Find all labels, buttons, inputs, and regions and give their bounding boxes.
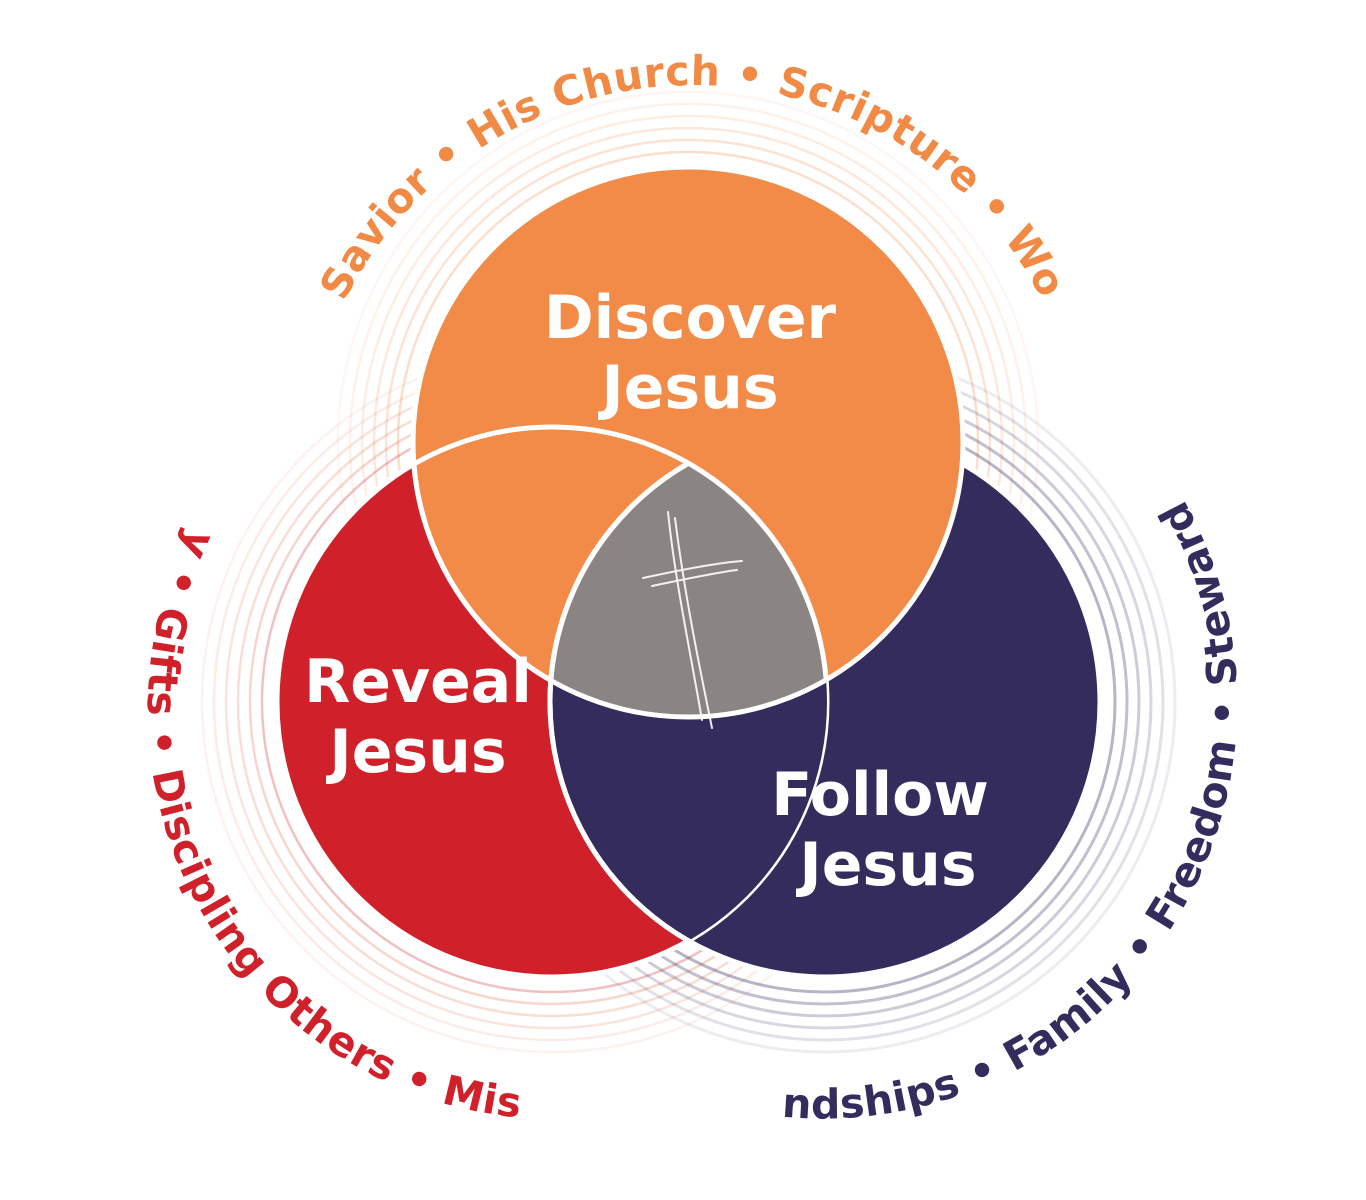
reveal-label-line2: Jesus [325,717,506,787]
follow-label-line1: Follow [771,760,989,830]
reveal-label-line1: Reveal [304,647,532,717]
follow-label-line2: Jesus [795,830,976,900]
discover-label-line1: Discover [544,283,837,353]
cross-icon [642,511,743,729]
discover-label-line2: Jesus [597,353,778,423]
